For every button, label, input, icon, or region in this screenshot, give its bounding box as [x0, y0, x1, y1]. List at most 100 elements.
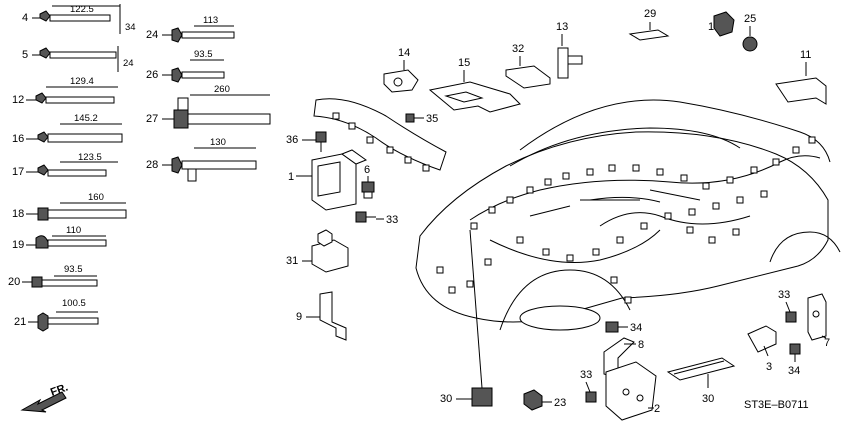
harness-connector: [466, 280, 474, 288]
callout-20: 20: [8, 276, 20, 288]
callout-2: 2: [654, 403, 660, 415]
harness-connector: [808, 136, 816, 144]
callout-27: 27: [146, 113, 158, 125]
harness-connector: [332, 112, 340, 120]
dim-16-length: 145.2: [74, 113, 98, 124]
bracket-8: 8: [603, 337, 644, 379]
harness-connector: [750, 166, 758, 174]
dim-27-length: 260: [214, 84, 230, 95]
harness-connector: [688, 208, 696, 216]
dim-21-length: 100.5: [62, 298, 86, 309]
clip-16: 16 145.2: [12, 113, 123, 145]
callout-34-right: 34: [788, 365, 800, 377]
callout-23: 29: [644, 8, 656, 20]
callout-34-mid: 34: [630, 322, 642, 334]
callout-12: 12: [12, 94, 24, 106]
callout-14: 13: [556, 21, 568, 33]
callout-30: 30: [440, 393, 452, 405]
callout-25: 30: [702, 393, 714, 405]
callout-26: 26: [146, 69, 158, 81]
dim-12-length: 129.4: [70, 76, 94, 87]
harness-connector: [488, 206, 496, 214]
bracket-2: 2: [605, 361, 660, 421]
harness-connector: [484, 258, 492, 266]
harness-connector: [448, 286, 456, 294]
clip-6: 6: [361, 164, 375, 199]
harness-connector: [726, 176, 734, 184]
harness-connector: [640, 222, 648, 230]
harness-connector: [664, 212, 672, 220]
bolt-33-bottom: 33: [580, 369, 597, 403]
harness-connector: [404, 156, 412, 164]
dim-24-length: 113: [203, 15, 218, 26]
harness-connector: [542, 248, 550, 256]
front-direction-arrow: FR.: [20, 381, 70, 413]
harness-connector: [656, 168, 664, 176]
clip-27: 27 260: [146, 84, 271, 129]
clip-17: 17 123.5: [12, 152, 118, 178]
harness-connector: [732, 228, 740, 236]
harness-connector: [348, 122, 356, 130]
callout-32: 32: [512, 43, 524, 55]
dim-28-length: 130: [210, 137, 226, 148]
harness-connector: [616, 236, 624, 244]
harness-connector: [624, 296, 632, 304]
callout-22: 25: [744, 13, 756, 25]
harness-connector: [592, 248, 600, 256]
bracket-15: 15: [428, 57, 521, 113]
callout-33-mid: 33: [386, 214, 398, 226]
harness-connector: [760, 190, 768, 198]
callout-3: 3: [766, 361, 772, 373]
grommet-22: 25: [742, 13, 758, 52]
clip-21: 21 100.5: [14, 298, 99, 332]
callout-36: 36: [286, 134, 298, 146]
harness-connector: [680, 174, 688, 182]
callout-11: 11: [800, 49, 811, 61]
clip-28: 28 130: [146, 137, 257, 182]
bolt-34-mid: 34: [605, 321, 642, 334]
clip-4: 4 122.5 34: [22, 4, 136, 34]
harness-connector: [516, 236, 524, 244]
harness-connector: [772, 158, 780, 166]
harness-connector: [506, 196, 514, 204]
dim-18-length: 160: [88, 192, 104, 203]
bracket-7: 7: [807, 293, 830, 349]
clip-5: 5 24: [22, 46, 134, 72]
car-body: [313, 98, 841, 331]
dim-4-height: 34: [125, 22, 136, 33]
diagram-code: ST3E–B0711: [744, 399, 809, 411]
dim-5-height: 24: [123, 58, 134, 69]
harness-connector: [422, 164, 430, 172]
connector-30: 30: [440, 229, 493, 407]
harness-connector: [712, 202, 720, 210]
clip-19: 19 110: [12, 225, 107, 251]
harness-connector: [736, 196, 744, 204]
clip-35: 35: [405, 113, 438, 125]
harness-connector: [562, 172, 570, 180]
callout-29: 23: [554, 397, 566, 409]
dim-19-length: 110: [66, 225, 81, 236]
harness-connector: [386, 146, 394, 154]
direction-label: FR.: [49, 381, 70, 398]
callout-21: 21: [14, 316, 26, 328]
dim-4-length: 122.5: [70, 4, 94, 15]
callout-33-right: 33: [778, 289, 790, 301]
harness-connector: [608, 164, 616, 172]
harness-connector: [436, 266, 444, 274]
harness-connector: [708, 236, 716, 244]
clip-14: 13: [556, 21, 583, 79]
callout-16: 16: [12, 133, 24, 145]
bracket-11: 11: [775, 49, 827, 105]
bolt-36: 36: [286, 131, 327, 152]
pad-32: 32: [505, 43, 551, 89]
callout-33-bottom: 33: [580, 369, 592, 381]
callout-15: 15: [458, 57, 470, 69]
callout-6: 6: [364, 164, 370, 176]
callout-1: 1: [288, 171, 294, 183]
bracket-9: 9: [296, 291, 347, 341]
clip-18: 18 160: [12, 192, 127, 221]
callout-17: 17: [12, 166, 24, 178]
bolt-33-mid: 33: [355, 211, 398, 226]
harness-connector: [586, 168, 594, 176]
